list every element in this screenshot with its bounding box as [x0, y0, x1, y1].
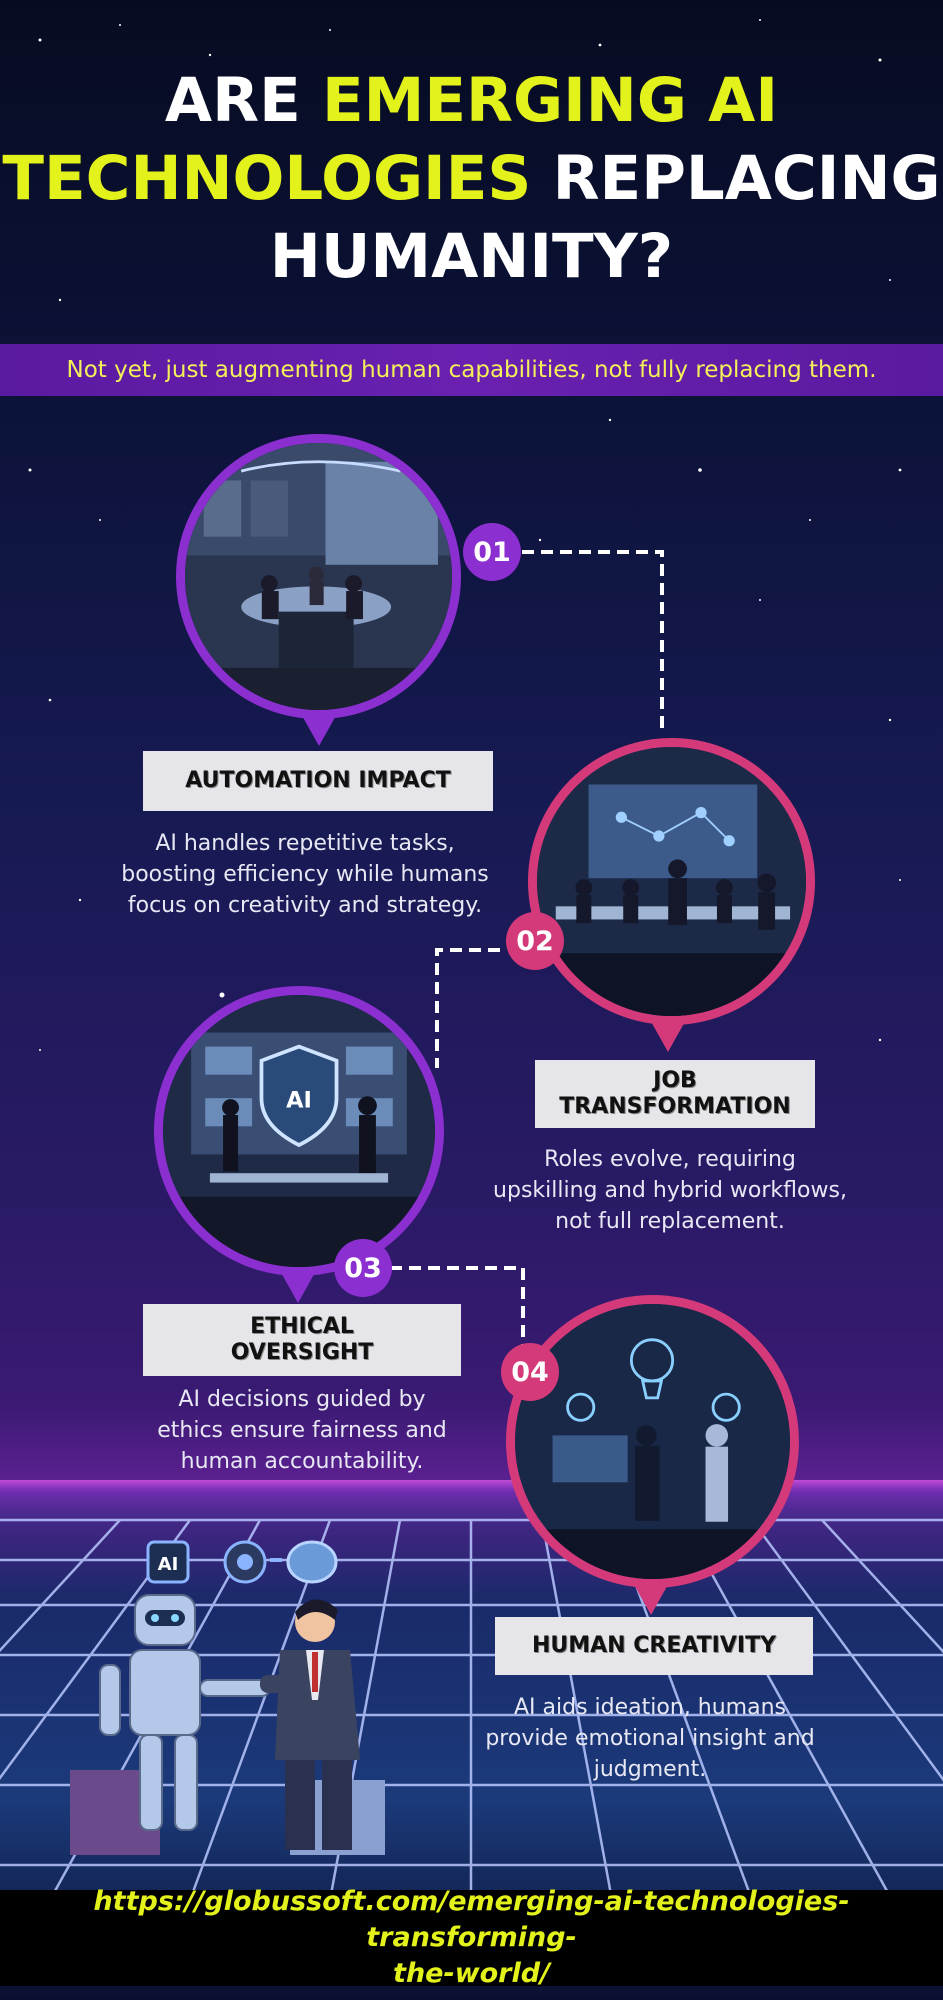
label-line: OVERSIGHT — [230, 1340, 374, 1365]
label-line: ETHICAL — [250, 1314, 354, 1339]
job-transformation-image — [528, 738, 815, 1025]
step-badge-04: 04 — [501, 1343, 559, 1401]
subtitle-band: Not yet, just augmenting human capabilit… — [0, 344, 943, 396]
url-line: the-world/ — [393, 1958, 550, 1989]
shield-scene-illustration: AI — [163, 995, 435, 1267]
robot-human-handshake-illustration: AI — [70, 1540, 385, 1855]
label-line: TRANSFORMATION — [559, 1094, 791, 1119]
description-line: focus on creativity and strategy. — [127, 893, 483, 918]
title-part-3: HUMANITY? — [269, 221, 674, 292]
job-transformation-label: JOB TRANSFORMATION — [535, 1060, 815, 1128]
description-line: ethics ensure fairness and — [157, 1418, 447, 1443]
step-badge-01: 01 — [463, 523, 521, 581]
job-transformation-description: Roles evolve, requiring upskilling and h… — [470, 1144, 870, 1237]
url-line: https://globussoft.com/emerging-ai-techn… — [93, 1886, 850, 1953]
meeting-scene-illustration — [537, 747, 806, 1016]
description-line: AI handles repetitive tasks, — [155, 831, 455, 856]
description-line: AI aids ideation, humans — [514, 1695, 786, 1720]
human-creativity-image — [506, 1295, 799, 1588]
subtitle-text: Not yet, just augmenting human capabilit… — [66, 357, 877, 383]
human-creativity-description: AI aids ideation, humans provide emotion… — [440, 1692, 860, 1785]
source-url-band: https://globussoft.com/emerging-ai-techn… — [0, 1886, 943, 1989]
pointer-3 — [279, 1269, 317, 1303]
description-line: human accountability. — [180, 1449, 424, 1474]
office-scene-illustration — [185, 443, 452, 710]
page-title: ARE EMERGING AI TECHNOLOGIES REPLACING H… — [0, 62, 943, 296]
title-part-1: ARE — [164, 65, 323, 136]
shield-ai-text: AI — [286, 1088, 312, 1114]
title-highlight-2: TECHNOLOGIES — [2, 143, 532, 214]
automation-impact-description: AI handles repetitive tasks, boosting ef… — [90, 828, 520, 921]
human-creativity-label: HUMAN CREATIVITY — [495, 1617, 813, 1675]
description-line: judgment. — [593, 1757, 707, 1782]
automation-impact-label: AUTOMATION IMPACT — [143, 751, 493, 811]
description-line: boosting efficiency while humans — [121, 862, 489, 887]
ethical-oversight-description: AI decisions guided by ethics ensure fai… — [110, 1384, 494, 1477]
pointer-4 — [632, 1581, 670, 1615]
description-line: provide emotional insight and — [485, 1726, 815, 1751]
automation-impact-image — [176, 434, 461, 719]
ethical-oversight-image: AI — [154, 986, 444, 1276]
pointer-1 — [300, 712, 338, 746]
label-line: JOB — [653, 1068, 697, 1093]
description-line: not full replacement. — [555, 1209, 785, 1234]
source-url-link[interactable]: https://globussoft.com/emerging-ai-techn… — [12, 1884, 932, 1992]
pointer-2 — [649, 1018, 687, 1052]
title-part-2: REPLACING — [531, 143, 941, 214]
title-highlight-1: EMERGING AI — [322, 65, 779, 136]
step-badge-03: 03 — [334, 1239, 392, 1297]
ethical-oversight-label: ETHICAL OVERSIGHT — [143, 1304, 461, 1376]
creativity-scene-illustration — [515, 1304, 790, 1579]
ai-chip-text: AI — [158, 1554, 179, 1575]
description-line: AI decisions guided by — [178, 1387, 426, 1412]
description-line: upskilling and hybrid workflows, — [493, 1178, 847, 1203]
step-badge-02: 02 — [506, 912, 564, 970]
description-line: Roles evolve, requiring — [544, 1147, 796, 1172]
